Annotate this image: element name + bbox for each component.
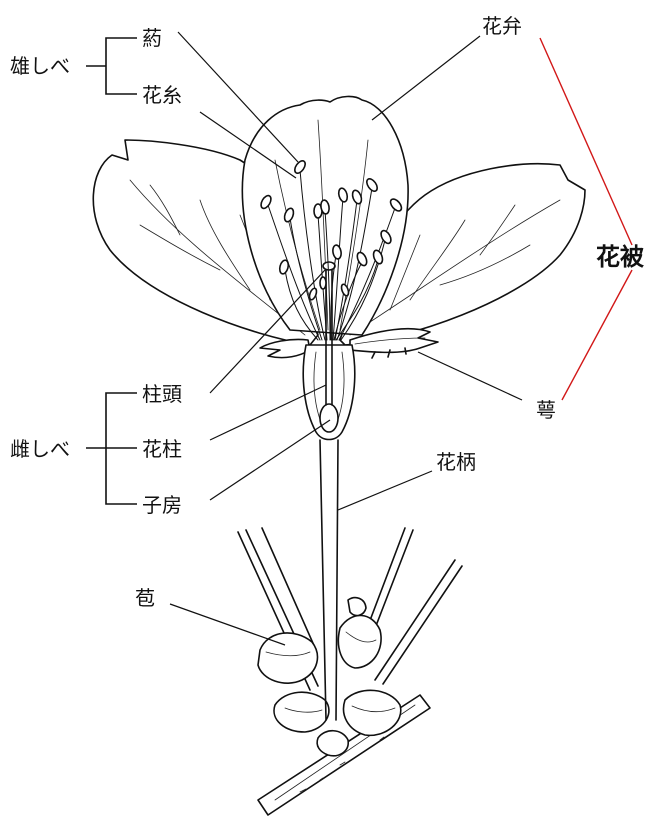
label-pistil-group: 雌しべ [10,437,70,461]
bracts [258,598,381,684]
label-style: 花柱 [142,437,182,461]
label-pedicel: 花柄 [436,450,476,474]
label-stamen-group: 雄しべ [10,54,70,78]
ovary-shape [320,404,338,432]
leader-bract [170,604,285,645]
leader-petal [372,36,480,120]
bud-scales [274,690,401,755]
pistil-bracket [86,393,137,504]
leader-anther [178,32,298,162]
stamen-bracket [86,38,137,94]
leader-pedicel [338,471,432,510]
label-anther: 葯 [142,26,162,50]
label-filament: 花糸 [142,83,182,107]
label-sepal: 萼 [536,398,556,422]
pedicel [320,440,338,720]
label-ovary: 子房 [142,493,182,517]
label-petal: 花弁 [482,14,522,38]
leader-sepal [418,352,522,400]
label-stigma: 柱頭 [142,382,182,406]
label-perianth: 花被 [596,243,644,271]
label-bract: 苞 [135,586,155,610]
